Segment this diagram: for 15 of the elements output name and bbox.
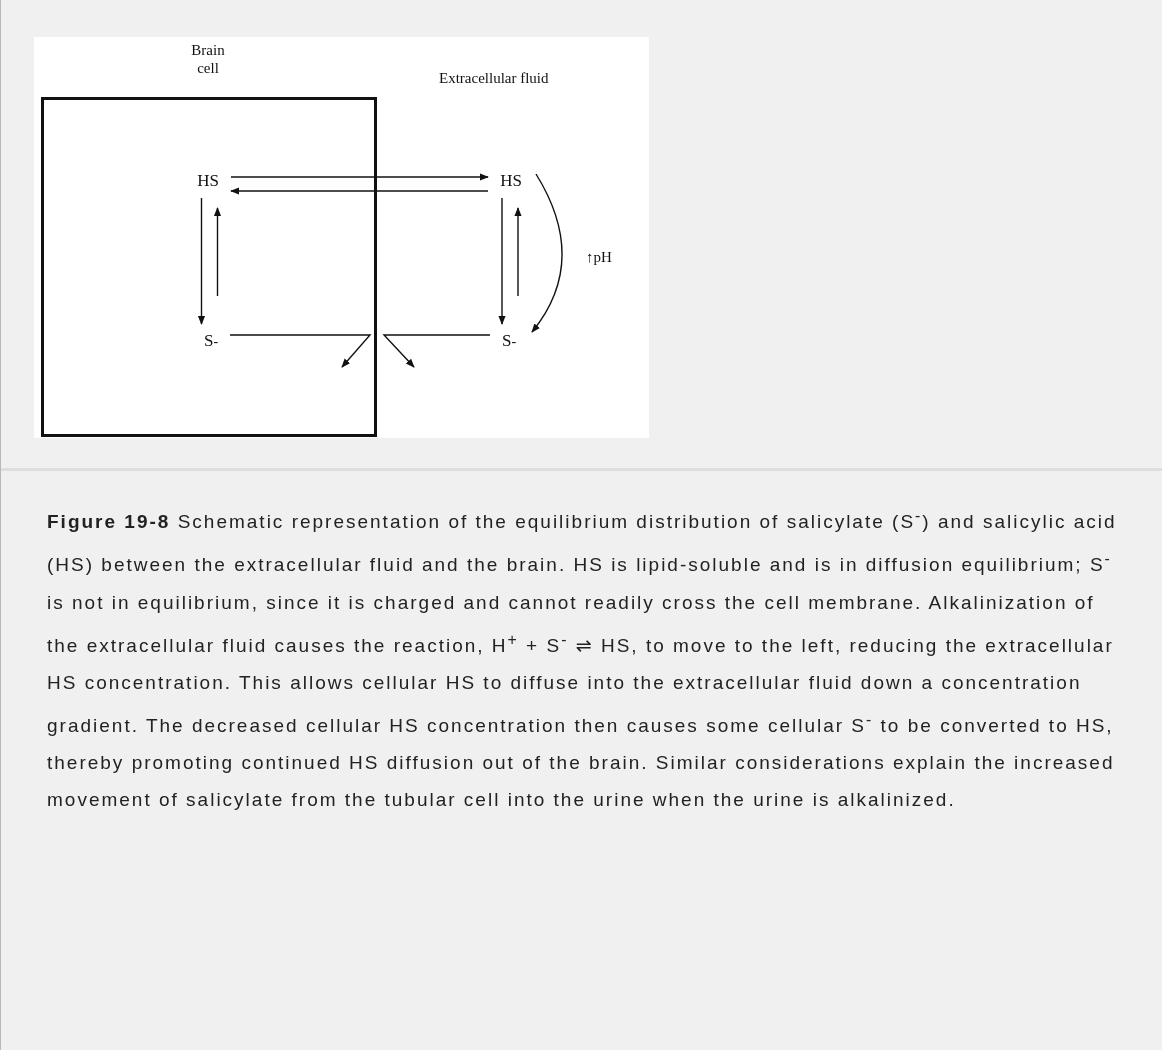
arrow bbox=[531, 173, 563, 333]
species-label: HS bbox=[499, 170, 523, 192]
arrow bbox=[197, 197, 206, 325]
edge-label: ↑pH bbox=[584, 249, 614, 266]
region-label: Extracellular fluid bbox=[439, 70, 549, 87]
arrow bbox=[230, 187, 489, 195]
arrow bbox=[514, 207, 522, 297]
species-label: HS bbox=[196, 170, 220, 192]
arrow bbox=[229, 334, 372, 368]
arrow bbox=[498, 197, 506, 325]
figure-caption: Figure 19-8 Schematic representation of the equilibrium distribution of salicylate (S$^{-}$) and salicylic acid (HS) between the extracellular fluid and the brain. HS is lipid-soluble and is in diffusion equilibrium; S$^{-}$ is not in equilibrium, since it is charged and cannot readily cross the cell membrane. Alkalinization of the extracellular fluid causes the reaction, H$^{+}$ + S$^{-}$ ⇌ HS, to move to the left, reducing the extracellular HS concentration. This allows cellular HS to diffuse into the extracellular fluid down a concentration gradient. The decreased cellular HS concentration then causes some cellular S$^{-}$ to be converted to HS, thereby promoting continued HS diffusion out of the brain. Similar considerations explain the increased movement of salicylate from the tubular cell into the urine when the urine is alkalinized. bbox=[46, 506, 1118, 813]
cell-label: Brain cell bbox=[190, 41, 226, 77]
arrow bbox=[213, 207, 222, 297]
arrow bbox=[382, 334, 491, 368]
arrow bbox=[230, 173, 489, 181]
